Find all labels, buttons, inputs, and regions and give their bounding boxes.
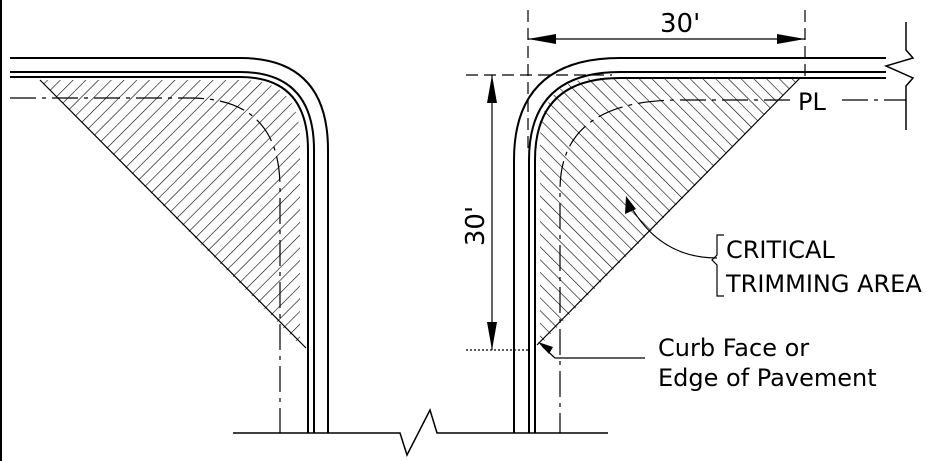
left-property-line <box>10 97 281 433</box>
right-curb-inner1 <box>528 71 886 433</box>
right-curb-inner2 <box>534 77 886 433</box>
left-triangle-hypotenuse <box>39 79 307 349</box>
critical-bracket <box>711 234 724 297</box>
right-curb-outer <box>513 57 886 433</box>
critical-leader-arrow <box>625 196 636 214</box>
left-curb-inner1 <box>10 71 315 433</box>
left-curb-outer <box>10 57 329 433</box>
curb-label-line1: Curb Face or <box>658 334 809 362</box>
critical-leader-line <box>629 204 718 259</box>
right-break-symbol <box>883 22 915 130</box>
right-property-line <box>559 99 790 433</box>
curb-leader-line <box>541 345 645 359</box>
dim-h-arrow-right <box>777 34 805 44</box>
curb-leader-arrow <box>538 342 553 354</box>
dim-v-arrow-bottom <box>487 322 497 350</box>
curb-label-line2: Edge of Pavement <box>658 364 877 392</box>
critical-label-line1: CRITICAL <box>726 236 835 264</box>
left-curb-inner2 <box>10 76 309 433</box>
pl-label: PL <box>798 88 826 116</box>
right-triangle-hypotenuse <box>536 77 801 346</box>
dim-v-label: 30' <box>461 206 491 246</box>
dimensions <box>466 10 806 351</box>
dim-v-arrow-top <box>487 75 497 103</box>
dim-h-label: 30' <box>660 9 700 39</box>
left-corner <box>10 57 329 433</box>
right-hatched-area <box>540 78 800 345</box>
critical-label-line2: TRIMMING AREA <box>725 270 922 298</box>
dim-h-arrow-left <box>528 34 556 44</box>
bottom-break-line <box>233 408 608 457</box>
leaders <box>538 196 724 359</box>
